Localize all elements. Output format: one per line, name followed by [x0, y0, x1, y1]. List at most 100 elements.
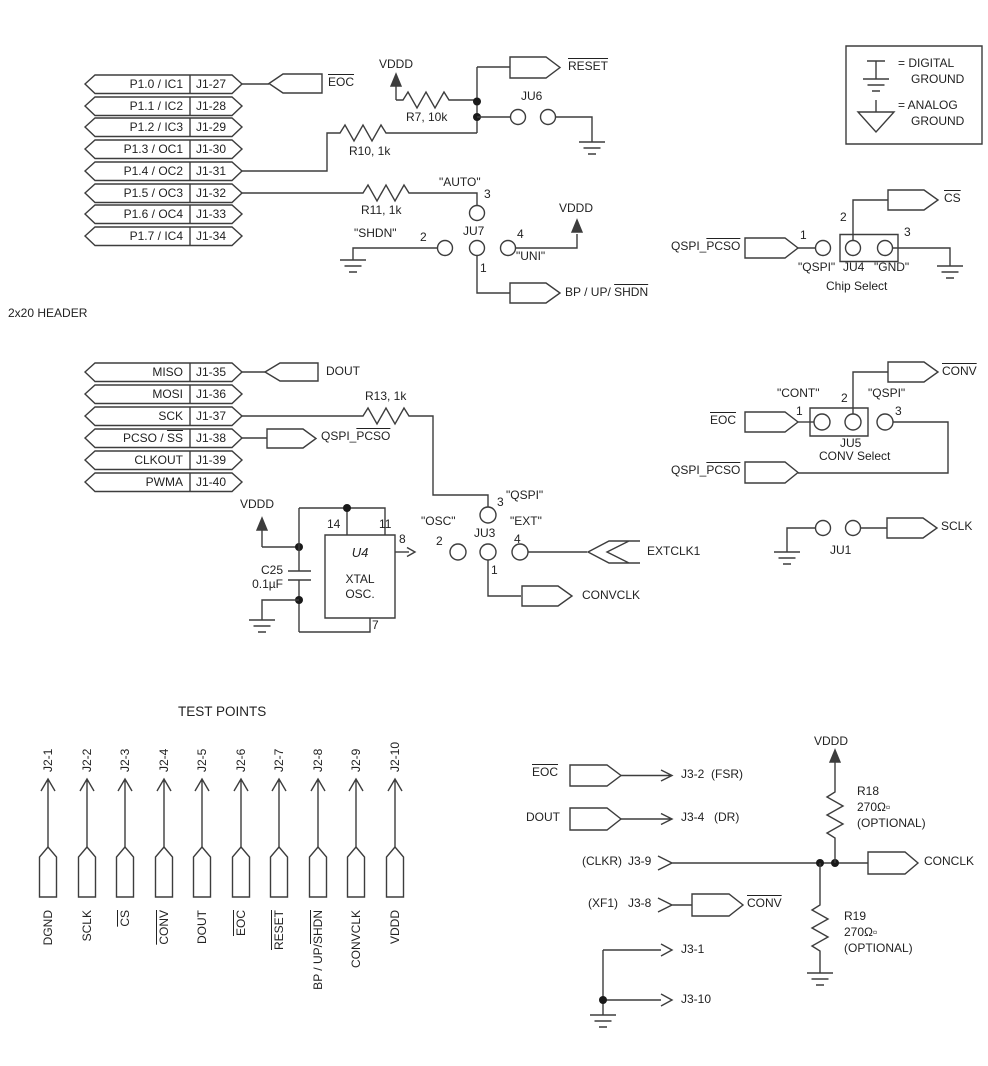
- conv-flag-j3: [692, 894, 743, 916]
- ju4-gnd-label: "GND": [874, 260, 910, 274]
- ju4-pin3-number: 3: [904, 225, 911, 239]
- vddd-arrow-icon: [572, 220, 582, 232]
- qspi-pcso-net-label: QSPI_PCSO: [321, 429, 391, 443]
- ground-legend: [846, 46, 982, 144]
- eoc-flag-j3: [570, 765, 621, 786]
- ju6-pin-circle: [511, 110, 526, 125]
- ju7-shdn-label: "SHDN": [354, 226, 397, 240]
- ju4-pin2-number: 2: [840, 210, 847, 224]
- resistor-r10: [242, 125, 477, 171]
- j3-2-pin-label: J3-2: [681, 767, 705, 781]
- dout-net-label: DOUT: [326, 364, 360, 378]
- ju4-label: JU4: [843, 260, 865, 274]
- resistor-r11: [242, 185, 477, 206]
- digital-ground-icon: [863, 79, 889, 91]
- j1-row-signal: P1.3 / OC1: [123, 142, 183, 156]
- j1-row-signal: PCSO / SS: [122, 431, 183, 445]
- qspi-pcso-net-label: QSPI_PCSO: [671, 463, 741, 477]
- dout-net-label: DOUT: [526, 810, 560, 824]
- j3-8-pin-label: J3-8: [628, 896, 652, 910]
- conv-flag-ju5: [888, 362, 938, 382]
- test-points-title: TEST POINTS: [178, 704, 267, 719]
- ju4-pin2-circle: [846, 241, 861, 256]
- j1-row-signal: P1.2 / IC3: [129, 120, 183, 134]
- ju1-circuit: [774, 518, 937, 564]
- junction-dot: [473, 97, 481, 106]
- ju3-label: JU3: [474, 526, 496, 540]
- test-points-shapes: [40, 779, 404, 897]
- qspi-pcso-flag-ju5: [745, 462, 798, 483]
- j1-row-signal: MOSI: [152, 387, 183, 401]
- r11-label: R11, 1k: [361, 203, 402, 217]
- r13-label: R13, 1k: [365, 389, 407, 403]
- tp-top-label: J2-2: [80, 748, 94, 772]
- ju1-pin-circle: [846, 521, 861, 536]
- j1-row-pin: J1-30: [196, 142, 227, 156]
- j1-row-signal: P1.6 / OC4: [123, 207, 183, 221]
- dout-flag-mid: [242, 363, 318, 381]
- pin8-arrow-icon: [407, 548, 415, 557]
- j3-8-note: (XF1): [588, 896, 618, 910]
- j1-row-signal: P1.4 / OC2: [123, 164, 183, 178]
- conv-net-label: CONV: [942, 364, 977, 378]
- vddd-label: VDDD: [379, 57, 414, 71]
- ju3-circuit: [450, 507, 640, 606]
- u4-type-line1: XTAL: [345, 572, 375, 586]
- j3-1-pin-label: J3-1: [681, 942, 705, 956]
- tp-bottom-label: CONV: [157, 910, 171, 945]
- u4-xtal-osc: [249, 504, 415, 632]
- vddd-label: VDDD: [559, 201, 594, 215]
- j1-row-pin: J1-33: [196, 207, 227, 221]
- tp-bottom-label: VDDD: [388, 910, 402, 945]
- ju5-caption: CONV Select: [819, 449, 891, 463]
- j1-row-pin: J1-38: [196, 431, 227, 445]
- vddd-label: VDDD: [814, 734, 849, 748]
- ju4-pin1-number: 1: [800, 228, 807, 242]
- ju7-pin3-number: 3: [484, 187, 491, 201]
- j1-row-signal: P1.7 / IC4: [129, 229, 183, 243]
- vddd-label: VDDD: [240, 497, 275, 511]
- qspi-pcso-flag: [745, 238, 798, 258]
- junction-dot: [343, 504, 351, 512]
- u4-box: [325, 535, 395, 618]
- j3-10-pin-label: J3-10: [681, 992, 712, 1006]
- j1-row-signal: P1.5 / OC3: [123, 186, 183, 200]
- ju5-cont-label: "CONT": [777, 386, 820, 400]
- ju3-pin3-number: 3: [497, 495, 504, 509]
- ju7-pin2-number: 2: [420, 230, 427, 244]
- ju3-pin3-circle: [480, 507, 496, 523]
- j1-row-signal: SCK: [158, 409, 183, 423]
- ju4-circuit: [745, 190, 963, 278]
- tp-bottom-label: DOUT: [195, 910, 209, 944]
- j1-row-pin: J1-39: [196, 453, 227, 467]
- resistor-r13: [242, 408, 488, 507]
- junction-dot: [599, 996, 607, 1004]
- conv-net-label: CONV: [747, 896, 782, 910]
- tp-top-label: J2-9: [349, 748, 363, 772]
- eoc-net-label: EOC: [710, 413, 737, 427]
- ju7-center-circle: [470, 241, 485, 256]
- eoc-net-label: EOC: [532, 765, 559, 779]
- bp-up-shdn-flag: [510, 283, 560, 303]
- cs-flag: [888, 190, 938, 210]
- ju5-qspi-label: "QSPI": [868, 386, 906, 400]
- r18-note-label: (OPTIONAL): [857, 816, 926, 830]
- eoc-net-label: EOC: [328, 75, 355, 89]
- header-caption: 2x20 HEADER: [8, 306, 88, 320]
- digital-ground-icon: [807, 973, 833, 985]
- digital-ground-icon: [774, 552, 800, 564]
- vddd-arrow-icon: [257, 518, 267, 530]
- resistor-r18: [827, 762, 843, 863]
- sclk-net-label: SCLK: [941, 519, 973, 533]
- j1-row-pin: J1-36: [196, 387, 227, 401]
- j1-row-signal: PWMA: [145, 475, 183, 489]
- j1-row-pin: J1-35: [196, 365, 227, 379]
- cs-net-label: CS: [944, 191, 961, 205]
- tp-top-label: J2-10: [388, 741, 402, 772]
- j3-9-pin-label: J3-9: [628, 854, 652, 868]
- ju3-pin4-number: 4: [514, 532, 521, 546]
- ju5-pin3-number: 3: [895, 404, 902, 418]
- j1-row-signal: MISO: [152, 365, 183, 379]
